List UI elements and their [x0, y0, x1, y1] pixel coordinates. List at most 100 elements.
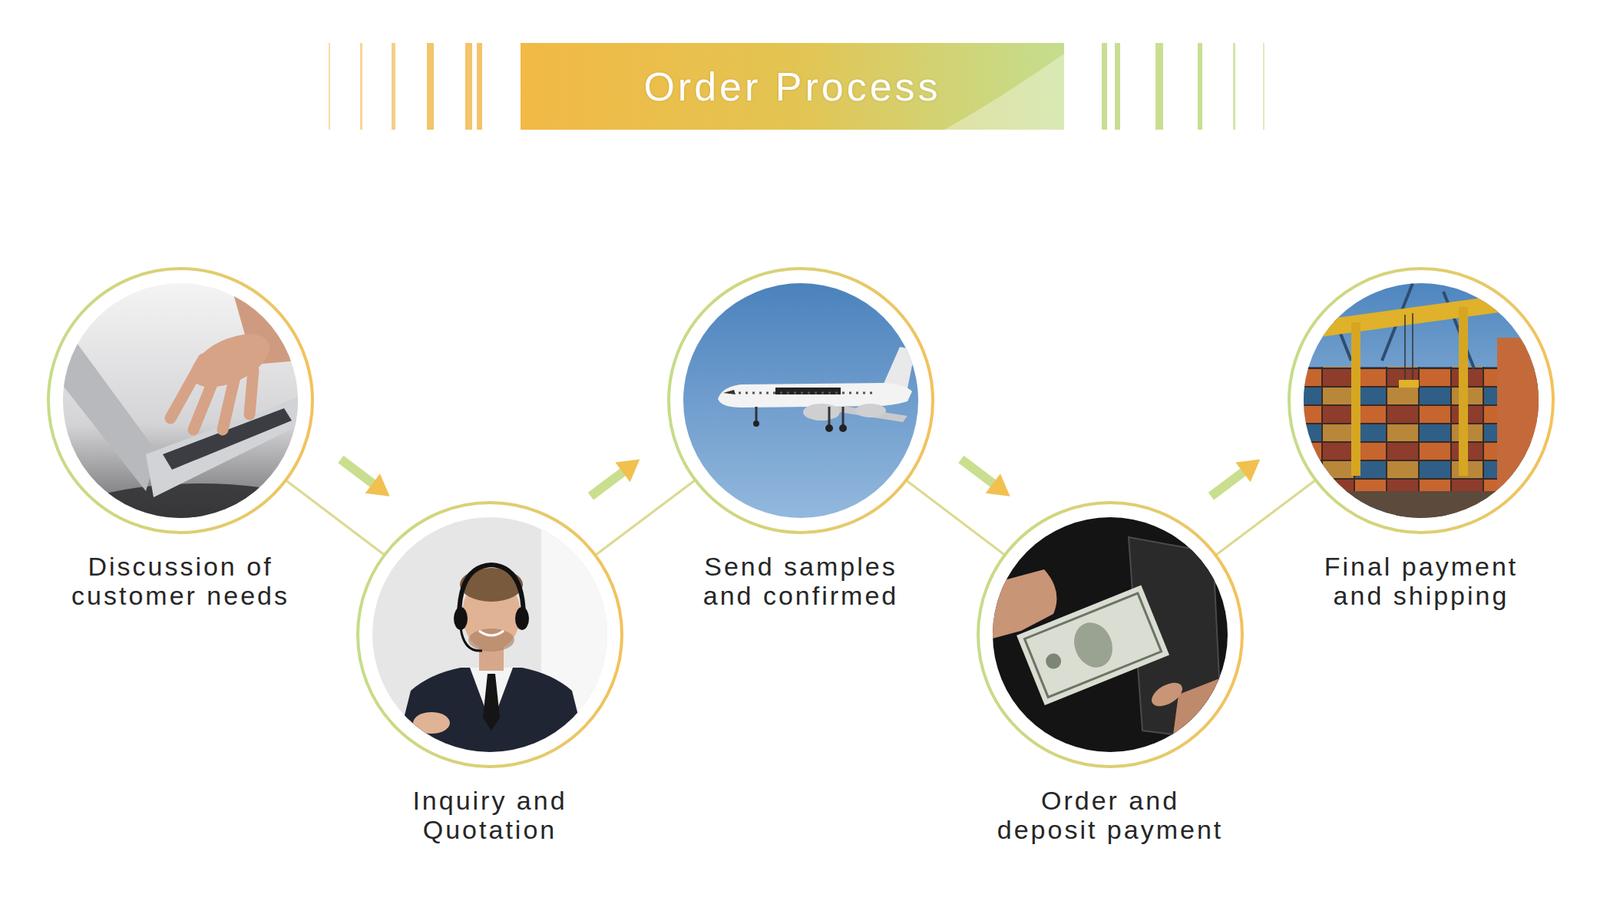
agent-photo-part — [395, 667, 588, 753]
step-label: Inquiry and Quotation — [374, 786, 605, 845]
port-photo-part — [1404, 313, 1413, 384]
port-photo-part-part — [1411, 313, 1414, 384]
title-stripes-right-part — [1197, 42, 1203, 130]
step-ring-outline — [1289, 268, 1554, 533]
step-circle: Final payment and shipping — [1286, 266, 1556, 536]
title-stripes-right-part — [1101, 42, 1108, 130]
laptop-photo-part-part — [193, 366, 219, 430]
agent-photo-part — [459, 565, 524, 619]
step-circle: Send samples and confirmed — [666, 266, 936, 536]
title-stripes-right-part — [1114, 42, 1121, 130]
airplane-photo-part — [717, 383, 913, 408]
connector-line — [595, 479, 695, 556]
title-stripes-right — [1101, 42, 1265, 130]
title-stripes-left-part — [328, 42, 331, 130]
agent-photo-part — [515, 607, 529, 631]
step-label: Discussion of customer needs — [65, 552, 296, 611]
port-photo — [1303, 283, 1539, 523]
step-caption: Discussion of customer needs — [65, 552, 296, 611]
flow-connector — [905, 459, 1010, 556]
airplane-photo-part — [803, 403, 840, 421]
step-caption: Inquiry and Quotation — [374, 786, 605, 845]
direction-arrow-head — [614, 459, 640, 483]
laptop-photo-part — [170, 359, 254, 430]
step-ring-outline — [978, 502, 1243, 767]
step-label: Order and deposit payment — [991, 786, 1230, 845]
laptop-photo-part — [61, 337, 158, 492]
port-photo-part — [1351, 322, 1361, 477]
port-photo-part — [1398, 380, 1419, 388]
agent-photo-part — [482, 674, 500, 731]
title-stripes-right-part — [1233, 42, 1236, 130]
title-stripes-left-part — [360, 42, 363, 130]
airplane-photo-part-part — [839, 424, 847, 433]
flow-connector — [1210, 459, 1316, 556]
agent-photo — [372, 517, 608, 753]
title-stripes-right-part — [1155, 42, 1164, 130]
title-banner-part — [944, 53, 1065, 130]
airplane-photo-part-part — [828, 406, 831, 427]
title-banner — [520, 42, 1065, 130]
step-ring — [46, 266, 315, 536]
airplane-photo — [683, 283, 919, 519]
port-photo-part — [1303, 491, 1539, 523]
direction-arrow-shaft — [340, 459, 376, 486]
airplane-photo-part-part — [825, 424, 834, 433]
port-photo-part — [1458, 307, 1468, 477]
step-circle: Inquiry and Quotation — [355, 500, 625, 770]
laptop-photo — [38, 283, 361, 592]
airplane-photo-part — [683, 283, 919, 519]
laptop-photo-part-part — [222, 370, 237, 430]
airplane-photo-part — [855, 403, 886, 418]
step-circle: Discussion of customer needs — [46, 266, 315, 536]
direction-arrow-shaft — [1210, 470, 1246, 497]
direction-arrow-head — [365, 473, 391, 497]
agent-photo-part — [453, 607, 468, 631]
agent-photo-part — [413, 712, 450, 734]
flow-connector — [590, 459, 695, 556]
step-ring — [666, 266, 936, 536]
step-label: Send samples and confirmed — [689, 552, 913, 611]
step-label: Final payment and shipping — [1305, 552, 1537, 611]
diagram-title: Order Process — [643, 63, 941, 110]
step-ring-outline — [357, 502, 622, 767]
money-photo-part-part — [1067, 617, 1120, 675]
title-box: Order Process — [520, 42, 1065, 130]
airplane-photo-part-part — [842, 406, 845, 427]
agent-photo-part — [468, 628, 515, 652]
title-stripes-right-part — [1262, 42, 1265, 130]
title-banner-part — [520, 42, 1065, 130]
step-circle: Order and deposit payment — [975, 500, 1245, 770]
port-photo-part-part — [1404, 314, 1406, 384]
airplane-photo-part — [723, 390, 736, 395]
title-stripes-left-part — [391, 42, 396, 130]
money-photo-part — [1147, 678, 1187, 712]
step-ring — [975, 500, 1245, 770]
agent-photo-part — [460, 628, 483, 652]
flow-connector — [285, 459, 390, 556]
airplane-photo-part — [882, 347, 916, 389]
step-caption: Order and deposit payment — [991, 786, 1230, 845]
direction-arrow-head — [1235, 459, 1260, 483]
connector-line — [1215, 479, 1316, 556]
direction-arrow-shaft — [590, 470, 625, 497]
money-photo-part — [992, 517, 1228, 753]
money-photo-part — [992, 569, 1057, 639]
agent-photo-part — [479, 631, 504, 636]
airplane-photo-part-part — [753, 420, 760, 427]
title-stripes-left-part — [426, 42, 434, 130]
step-ring-outline — [48, 268, 313, 533]
step-ring — [355, 500, 625, 770]
step-caption: Send samples and confirmed — [689, 552, 913, 611]
airplane-photo-part-part — [755, 406, 758, 423]
direction-arrow-head — [985, 473, 1011, 497]
port-photo-part — [1497, 337, 1539, 523]
title-stripes-left — [328, 42, 483, 130]
step-ring-outline — [668, 268, 933, 533]
title-stripes-left-part — [465, 42, 473, 130]
money-photo-part-part — [1043, 651, 1064, 672]
airplane-photo-part — [756, 406, 843, 427]
